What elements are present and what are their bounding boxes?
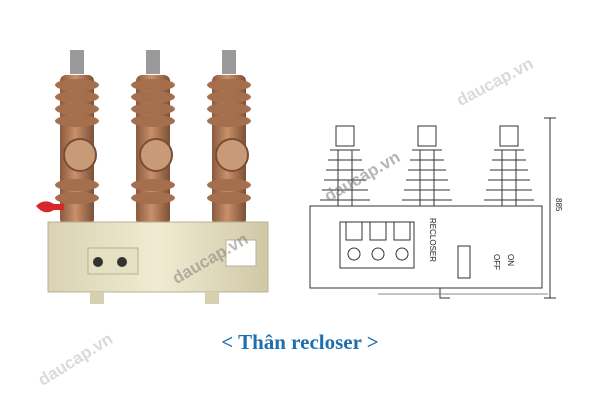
- bushing-1: [55, 50, 99, 225]
- drawing-body: [309, 205, 543, 289]
- drawing-terminal-block: [339, 221, 415, 269]
- operating-handle: [36, 201, 64, 213]
- drawing-bushing-2: [402, 125, 452, 207]
- drawing-handle: [457, 245, 471, 279]
- dimension-line: [544, 117, 556, 299]
- drawing-off-label: OFF: [492, 254, 501, 270]
- bushing-2: [131, 50, 175, 225]
- drawing-panel-label: RECLOSER: [428, 218, 437, 262]
- figure-caption: < Thân recloser >: [221, 330, 379, 354]
- drawing-dimension-label: 885: [554, 198, 563, 212]
- drawing-bushing-3: [484, 125, 534, 207]
- tank-body: [47, 221, 269, 304]
- technical-drawing: [309, 117, 556, 299]
- bushing-3: [207, 50, 251, 225]
- drawing-on-label: ON: [506, 254, 515, 266]
